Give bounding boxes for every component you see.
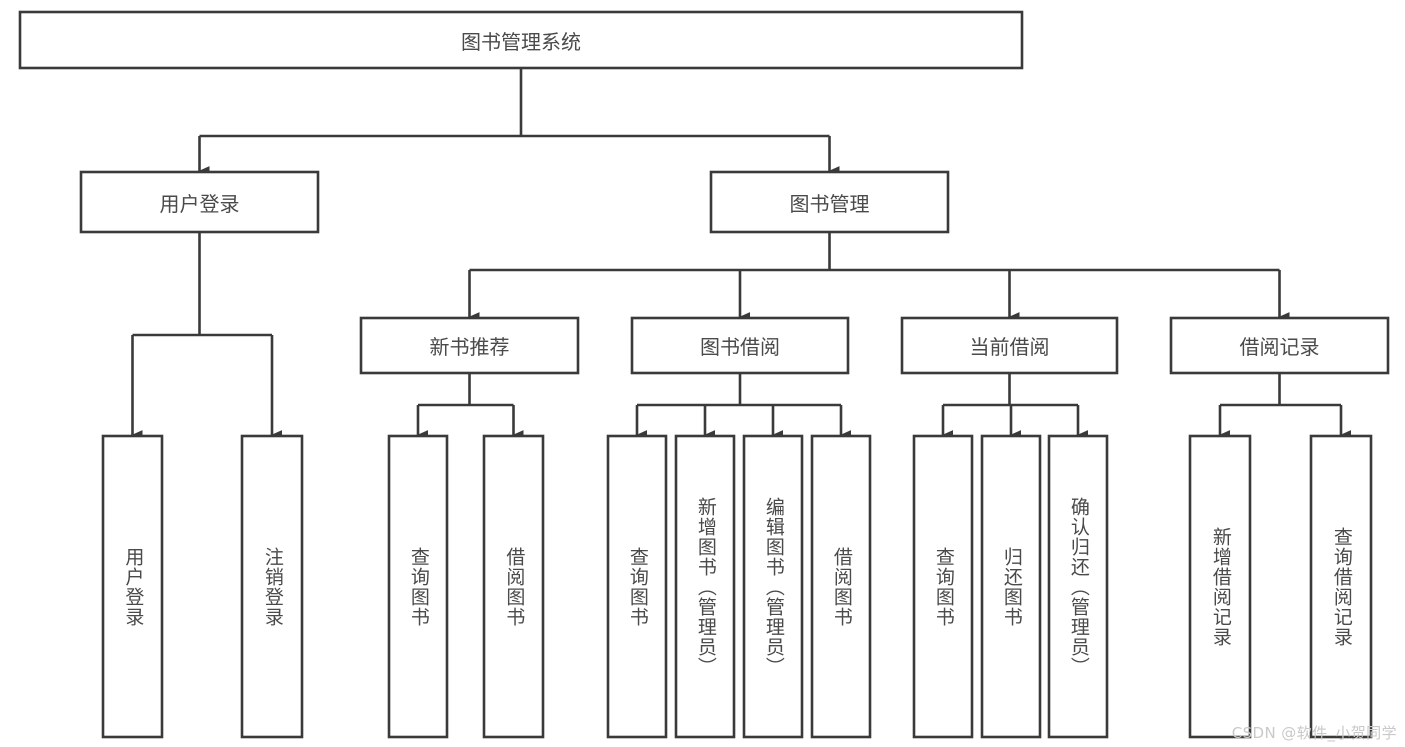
node-leaf-query-book-3[interactable] (912, 434, 974, 739)
node-leaf-confirm-return-admin[interactable] (1047, 434, 1109, 739)
node-book-borrow[interactable] (630, 316, 850, 375)
node-leaf-borrow-book-2[interactable] (810, 434, 872, 739)
node-current-borrow[interactable] (900, 316, 1119, 375)
connector-layer (131, 68, 1352, 440)
node-leaf-query-borrow-record[interactable] (1309, 434, 1373, 739)
node-user-login[interactable] (79, 170, 320, 234)
node-leaf-user-login[interactable] (101, 434, 164, 739)
node-leaf-query-book-1[interactable] (387, 434, 449, 739)
node-box-layer (18, 10, 1390, 739)
node-leaf-add-borrow-record[interactable] (1188, 434, 1252, 739)
node-root[interactable] (18, 10, 1024, 70)
node-leaf-user-logout[interactable] (240, 434, 304, 739)
node-new-book-recommend[interactable] (359, 316, 580, 375)
node-leaf-borrow-book-1[interactable] (482, 434, 545, 739)
node-leaf-add-book-admin[interactable] (674, 434, 736, 739)
node-leaf-return-book[interactable] (980, 434, 1042, 739)
node-book-manage[interactable] (709, 170, 950, 234)
node-leaf-edit-book-admin[interactable] (742, 434, 804, 739)
node-borrow-record[interactable] (1169, 316, 1390, 375)
node-leaf-query-book-2[interactable] (606, 434, 668, 739)
csdn-watermark: CSDN @软件_小贺同学 (1231, 724, 1397, 742)
